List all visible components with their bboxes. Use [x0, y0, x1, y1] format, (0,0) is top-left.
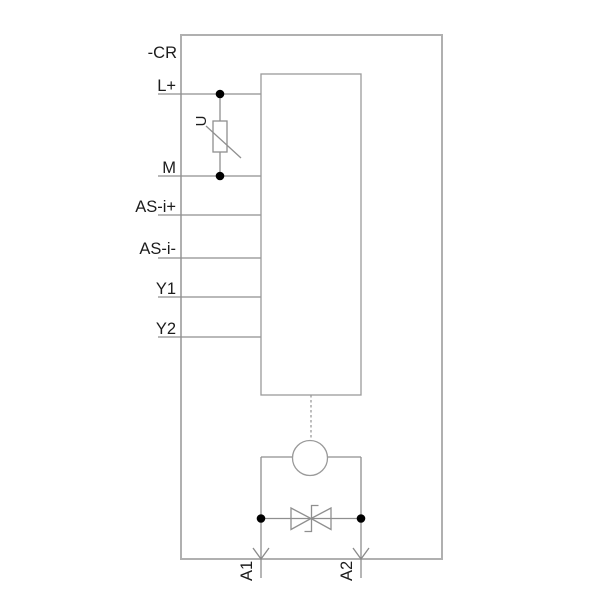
- junction-dot-icon: [256, 514, 266, 523]
- terminal-label-a1: A1: [238, 561, 256, 581]
- junction-dot-icon: [215, 171, 225, 181]
- varistor-voltage-label: U: [193, 116, 210, 127]
- suppressor-diode-icon: [290, 504, 332, 533]
- terminal-label-y1: Y1: [156, 280, 176, 298]
- arrow-down-icon: [352, 547, 370, 561]
- device-block: [260, 73, 362, 396]
- terminal-arrows: [252, 547, 370, 561]
- junction-dot-icon: [356, 514, 366, 523]
- suppressor-left-triangle: [290, 506, 313, 531]
- varistor-body: [212, 120, 228, 153]
- junction-dot-icon: [215, 89, 225, 99]
- terminal-label-asi-minus: AS-i-: [139, 240, 176, 258]
- varistor-icon: U: [193, 94, 242, 176]
- suppressor-center-bar: [304, 504, 319, 533]
- terminal-label-l-plus: L+: [157, 77, 176, 95]
- terminal-lines: [158, 93, 261, 338]
- terminal-label-y2: Y2: [156, 320, 176, 338]
- varistor-diagonal-stroke: [205, 125, 242, 159]
- terminal-label-m: M: [162, 159, 176, 177]
- actuator-coil-icon: [291, 439, 329, 477]
- device-reference-label: -CR: [148, 44, 177, 62]
- arrow-down-icon: [252, 547, 270, 561]
- terminal-label-a2: A2: [338, 561, 356, 581]
- terminal-label-asi-plus: AS-i+: [135, 198, 176, 216]
- suppressor-right-triangle: [309, 506, 332, 531]
